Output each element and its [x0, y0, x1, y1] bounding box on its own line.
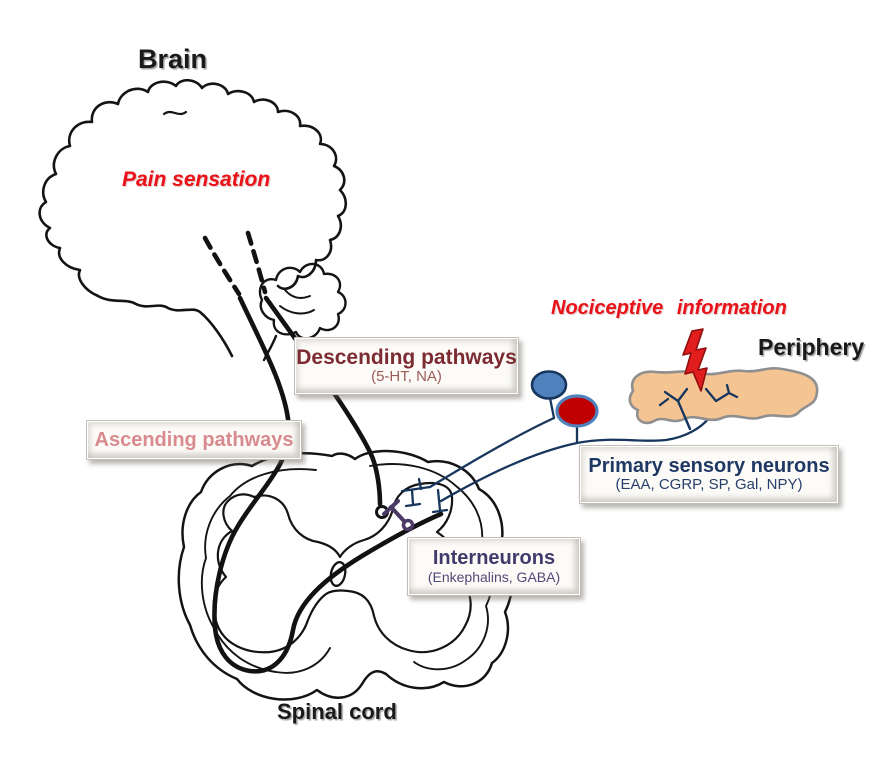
skin-nerve-endings-top: [658, 383, 739, 431]
descending-pathway-line: [263, 295, 383, 507]
central-canal: [329, 561, 347, 587]
spinal-cord-label: Spinal cord: [277, 699, 397, 724]
interneuron-shape: [382, 499, 415, 532]
brain-outline: [38, 78, 348, 362]
blue-soma-stalk: [548, 396, 556, 420]
nociceptive-information-label: Nociceptive information: [551, 297, 787, 319]
red-neuron-soma: [555, 394, 599, 428]
descending-pathways-box: Descending pathways (5-HT, NA): [294, 337, 519, 395]
blue-neuron-soma: [530, 370, 568, 400]
cerebellum: [258, 262, 347, 340]
primary-sensory-neurons-subtitle: (EAA, CGRP, SP, Gal, NPY): [615, 476, 803, 494]
periphery-label: Periphery: [758, 334, 865, 360]
ascending-dashed-segment: [202, 235, 242, 297]
ascending-pathways-box: Ascending pathways: [86, 420, 302, 460]
primary-sensory-neurons-box: Primary sensory neurons (EAA, CGRP, SP, …: [579, 445, 839, 504]
brain-label: Brain: [138, 44, 208, 74]
descending-pathways-subtitle: (5-HT, NA): [371, 368, 442, 386]
ascending-pathways-title: Ascending pathways: [94, 428, 294, 451]
brain-inner-fold: [162, 110, 188, 116]
interneurons-subtitle: (Enkephalins, GABA): [427, 568, 561, 585]
descending-dashed-segment: [245, 230, 268, 295]
interneurons-title: Interneurons: [432, 547, 556, 570]
lightning-bolt-icon: [682, 328, 708, 392]
spinal-cord-inner-outline-left: [200, 468, 331, 674]
interneurons-box: Interneurons (Enkephalins, GABA): [407, 537, 581, 596]
brain-underside: [96, 294, 234, 358]
descending-pathways-title: Descending pathways: [296, 345, 517, 369]
spinal-cord-outer-outline: [177, 449, 514, 701]
pain-sensation-label: Pain sensation: [122, 168, 271, 191]
primary-sensory-neurons-title: Primary sensory neurons: [588, 454, 830, 477]
